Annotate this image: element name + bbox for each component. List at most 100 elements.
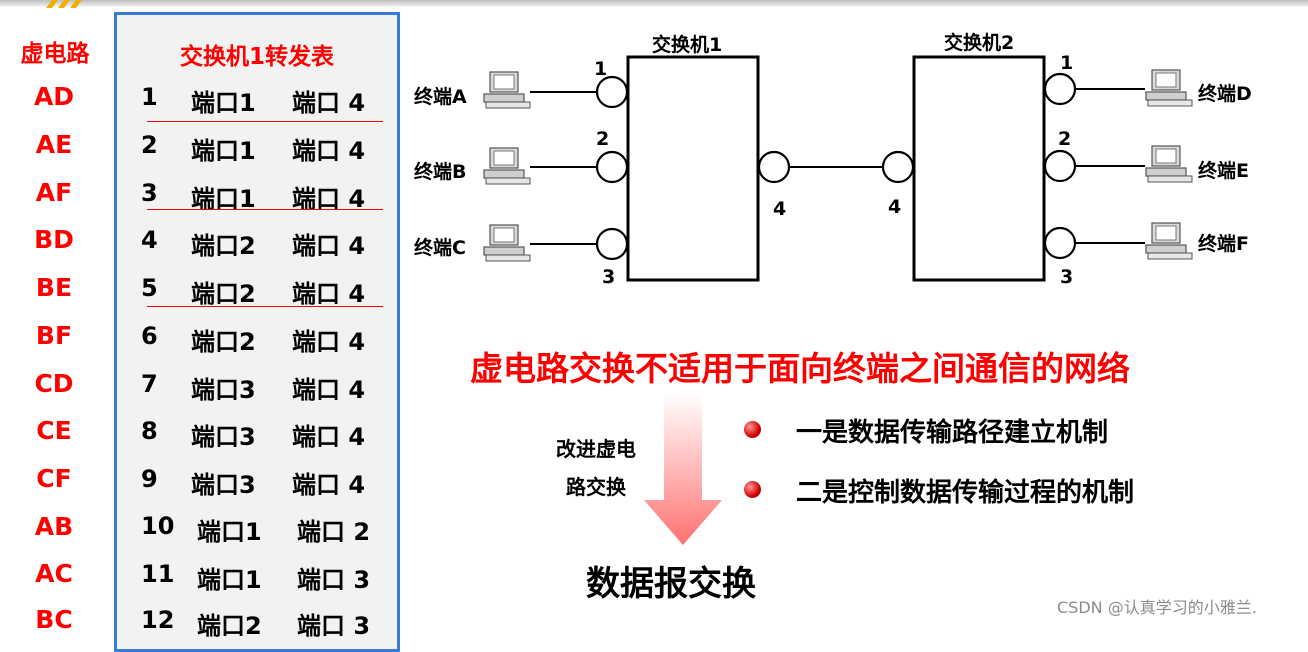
- row-in-port: 端口1: [197, 518, 262, 546]
- row-out-port: 端口 4: [292, 376, 366, 404]
- row-in-port: 端口3: [191, 423, 256, 451]
- row-number: 4: [141, 226, 158, 254]
- improve-label-line: 路交换: [566, 475, 626, 499]
- row-in-port: 端口1: [197, 566, 262, 594]
- row-out-port: 端口 4: [292, 280, 366, 308]
- table-row: 9 端口3 端口 4: [117, 465, 397, 499]
- row-in-port: 端口1: [191, 89, 256, 117]
- bullet-icon: [744, 421, 761, 438]
- row-in-port: 端口1: [191, 137, 256, 165]
- vc-item: AE: [35, 130, 73, 159]
- row-number: 2: [141, 131, 158, 159]
- vc-item: AF: [35, 178, 73, 207]
- switch2-box: [912, 55, 1046, 282]
- row-in-port: 端口3: [191, 376, 256, 404]
- terminal-b-label: 终端B: [414, 161, 467, 183]
- switch2-label: 交换机2: [944, 32, 1015, 54]
- vc-item: CD: [34, 369, 74, 398]
- terminal-d-label: 终端D: [1198, 83, 1252, 105]
- row-out-port: 端口 4: [292, 185, 366, 213]
- terminal-a-label: 终端A: [414, 86, 467, 108]
- vc-item: BD: [34, 225, 74, 254]
- vc-item: CF: [36, 464, 72, 493]
- port-number: 2: [596, 128, 610, 150]
- port-number: 1: [594, 58, 608, 80]
- port-circle: [881, 150, 915, 184]
- red-separator: [147, 121, 383, 122]
- table-row: 2 端口1 端口 4: [117, 131, 397, 165]
- row-in-port: 端口1: [191, 185, 256, 213]
- port-circle: [1043, 149, 1077, 183]
- row-out-port: 端口 4: [292, 328, 366, 356]
- improve-label-line: 改进虚电: [556, 437, 636, 461]
- top-bar: [0, 0, 1308, 7]
- red-separator: [147, 306, 383, 307]
- port-circle: [595, 227, 629, 261]
- port-number: 3: [602, 266, 616, 288]
- vc-item: BE: [35, 273, 73, 302]
- bullet-text: 一是数据传输路径建立机制: [796, 418, 1109, 448]
- row-number: 10: [141, 512, 175, 540]
- row-number: 6: [141, 322, 158, 350]
- port-circle: [757, 150, 791, 184]
- computer-icon: [483, 224, 531, 262]
- row-number: 11: [141, 560, 175, 588]
- headline: 虚电路交换不适用于面向终端之间通信的网络: [470, 349, 1130, 388]
- table-row: 8 端口3 端口 4: [117, 417, 397, 451]
- port-circle: [1043, 72, 1077, 106]
- vc-item: AC: [35, 559, 73, 588]
- port-number: 4: [888, 196, 902, 218]
- forward-table-title: 交换机1转发表: [179, 44, 334, 70]
- computer-icon: [483, 71, 531, 109]
- computer-icon: [1145, 222, 1193, 260]
- table-row: 3 端口1 端口 4: [117, 179, 397, 213]
- bullet-icon: [744, 481, 761, 498]
- port-number: 4: [773, 198, 787, 220]
- row-out-port: 端口 4: [292, 89, 366, 117]
- network-diagram: [483, 55, 1193, 545]
- port-circle: [595, 75, 629, 109]
- row-out-port: 端口 2: [297, 518, 371, 546]
- table-row: 10 端口1 端口 2: [117, 512, 397, 546]
- forward-table-panel: 交换机1转发表 1 端口1 端口 4 2 端口1 端口 4 3 端口1 端口 4…: [114, 12, 400, 652]
- switch1-label: 交换机1: [652, 34, 723, 56]
- computer-icon: [1145, 145, 1193, 183]
- row-in-port: 端口2: [191, 328, 256, 356]
- row-out-port: 端口 4: [292, 232, 366, 260]
- port-number: 3: [1060, 266, 1074, 288]
- row-number: 5: [141, 274, 158, 302]
- table-row: 6 端口2 端口 4: [117, 322, 397, 356]
- table-row: 11 端口1 端口 3: [117, 560, 397, 594]
- row-number: 8: [141, 417, 158, 445]
- computer-icon: [1145, 69, 1193, 107]
- table-row: 1 端口1 端口 4: [117, 83, 397, 117]
- table-row: 4 端口2 端口 4: [117, 226, 397, 260]
- row-number: 9: [141, 465, 158, 493]
- vc-item: AD: [33, 82, 75, 111]
- port-circle: [1043, 226, 1077, 260]
- computer-icon: [483, 147, 531, 185]
- switch1-box: [626, 55, 760, 282]
- table-row: 5 端口2 端口 4: [117, 274, 397, 308]
- table-row: 7 端口3 端口 4: [117, 370, 397, 404]
- row-out-port: 端口 4: [292, 471, 366, 499]
- row-out-port: 端口 3: [297, 566, 371, 594]
- red-separator: [147, 209, 383, 210]
- vc-item: AB: [34, 512, 74, 541]
- row-number: 3: [141, 179, 158, 207]
- row-out-port: 端口 4: [292, 423, 366, 451]
- port-number: 2: [1058, 128, 1072, 150]
- logo-stripes-icon: [46, 0, 82, 8]
- down-arrow-icon: [644, 392, 722, 545]
- result-label: 数据报交换: [586, 564, 756, 604]
- port-circle: [595, 150, 629, 184]
- row-in-port: 端口2: [191, 280, 256, 308]
- terminal-f-label: 终端F: [1198, 233, 1249, 255]
- bullet-text: 二是控制数据传输过程的机制: [796, 478, 1135, 508]
- row-out-port: 端口 4: [292, 137, 366, 165]
- row-number: 1: [141, 83, 158, 111]
- row-in-port: 端口3: [191, 471, 256, 499]
- watermark: CSDN @认真学习的小雅兰.: [1057, 598, 1257, 617]
- terminal-e-label: 终端E: [1198, 160, 1249, 182]
- vc-item: BF: [35, 321, 73, 350]
